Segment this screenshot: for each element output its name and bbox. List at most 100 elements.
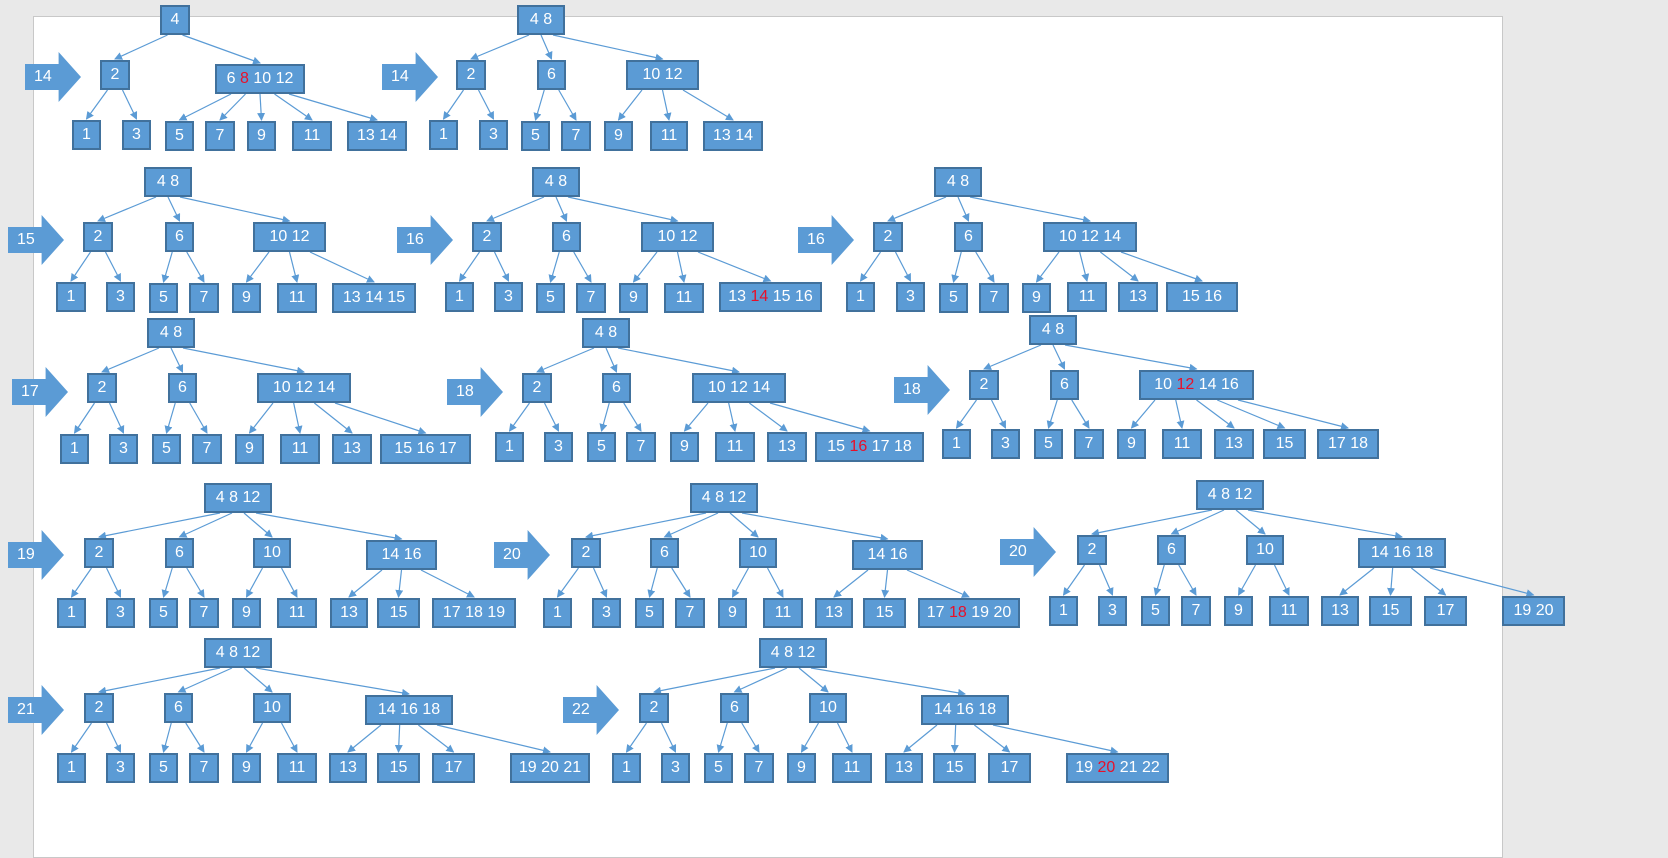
node-key: 10 (263, 699, 281, 716)
node-key: 2 (532, 379, 542, 396)
leaf-node: 17 (432, 753, 475, 783)
root-node: 4 8 (147, 318, 195, 348)
leaf-node: 17 (1424, 596, 1467, 626)
leaf-node: 1 (72, 120, 101, 150)
node-key: 3 (671, 759, 680, 776)
node-key: 4 8 12 (215, 644, 261, 661)
node-key: 5 (949, 289, 958, 306)
leaf-node: 15 (1369, 596, 1412, 626)
leaf-node: 11 (277, 598, 317, 628)
leaf-node: 7 (205, 121, 235, 151)
node-key: 9 (728, 604, 737, 621)
node-key: 11 (726, 438, 744, 455)
node-key: 5 (546, 289, 555, 306)
node-key: 17 (926, 604, 945, 621)
node-key: 5 (175, 127, 184, 144)
node-key: 6 (562, 228, 571, 245)
internal-node: 10 12 14 (692, 373, 786, 403)
node-key: 6 (730, 699, 739, 716)
leaf-node: 1 (612, 753, 641, 783)
leaf-node: 7 (626, 432, 656, 462)
internal-node: 2 (100, 60, 130, 90)
node-key: 14 16 18 (377, 701, 441, 718)
node-key: 10 12 14 (272, 379, 336, 396)
leaf-node: 5 (536, 283, 565, 313)
node-key: 2 (93, 228, 103, 245)
node-key: 7 (199, 289, 209, 306)
node-key: 1 (952, 435, 961, 452)
leaf-node: 17 18 (1317, 429, 1379, 459)
internal-node: 10 (739, 538, 777, 568)
node-key: 17 18 (1327, 435, 1369, 452)
node-key: 11 (288, 289, 306, 306)
leaf-node: 1 (1049, 596, 1078, 626)
internal-node: 10 12 (641, 222, 714, 252)
node-key: 13 (825, 604, 843, 621)
root-node: 4 8 (582, 318, 630, 348)
node-key: 10 12 (269, 228, 310, 245)
node-key: 7 (199, 759, 209, 776)
node-key: 2 (883, 228, 893, 245)
node-key: 10 12 (642, 66, 683, 83)
leaf-node: 17 (988, 753, 1031, 783)
node-key: 11 (1173, 435, 1191, 452)
leaf-node: 7 (675, 598, 705, 628)
leaf-node: 13 (1118, 282, 1158, 312)
leaf-node: 9 (1117, 429, 1146, 459)
internal-node: 10 (253, 538, 291, 568)
node-key: 2 (466, 66, 476, 83)
highlighted-key: 8 (239, 70, 249, 87)
node-key: 7 (571, 127, 581, 144)
node-key: 14 16 18 (933, 701, 997, 718)
node-key: 10 12 14 (707, 379, 771, 396)
node-key: 11 (660, 127, 678, 144)
internal-node: 2 (639, 693, 669, 723)
node-key: 6 (1167, 541, 1176, 558)
node-key: 15 (389, 759, 408, 776)
leaf-node: 7 (1074, 429, 1104, 459)
node-key: 2 (581, 544, 591, 561)
node-key: 3 (132, 126, 141, 143)
node-key: 4 8 12 (701, 489, 747, 506)
leaf-node: 3 (122, 120, 151, 150)
node-key: 11 (1078, 288, 1096, 305)
leaf-node: 9 (619, 283, 648, 313)
node-key: 7 (215, 127, 225, 144)
leaf-node: 9 (670, 432, 699, 462)
internal-node: 2 (969, 370, 999, 400)
leaf-node: 13 (885, 753, 923, 783)
internal-node: 6 (552, 222, 581, 252)
node-key: 5 (1044, 435, 1053, 452)
node-key: 4 8 (594, 324, 618, 341)
leaf-node: 13 14 15 16 (719, 282, 822, 312)
internal-node: 6 (164, 693, 193, 723)
leaf-node: 3 (479, 120, 508, 150)
leaf-node: 11 (1269, 596, 1309, 626)
leaf-node: 3 (896, 282, 925, 312)
leaf-node: 17 18 19 20 (918, 598, 1020, 628)
node-key: 10 (1154, 376, 1173, 393)
node-key: 5 (1151, 602, 1160, 619)
step-arrow-label: 20 (503, 546, 521, 563)
leaf-node: 17 18 19 (432, 598, 516, 628)
internal-node: 10 (253, 693, 291, 723)
node-key: 9 (680, 438, 689, 455)
node-key: 10 12 (253, 70, 294, 87)
leaf-node: 1 (495, 432, 524, 462)
node-key: 9 (1127, 435, 1136, 452)
internal-node: 6 (1157, 535, 1186, 565)
node-key: 17 18 (871, 438, 912, 455)
node-key: 7 (586, 289, 596, 306)
leaf-node: 5 (704, 753, 733, 783)
leaf-node: 11 (277, 283, 317, 313)
node-key: 5 (162, 440, 171, 457)
node-key: 15 16 (1181, 288, 1223, 305)
node-key: 6 (175, 228, 184, 245)
node-key: 11 (774, 604, 792, 621)
leaf-node: 7 (189, 753, 219, 783)
leaf-node: 11 (280, 434, 320, 464)
step-arrow-label: 14 (34, 68, 52, 85)
node-key: 2 (97, 379, 107, 396)
node-key: 1 (82, 126, 91, 143)
leaf-node: 13 (332, 434, 372, 464)
